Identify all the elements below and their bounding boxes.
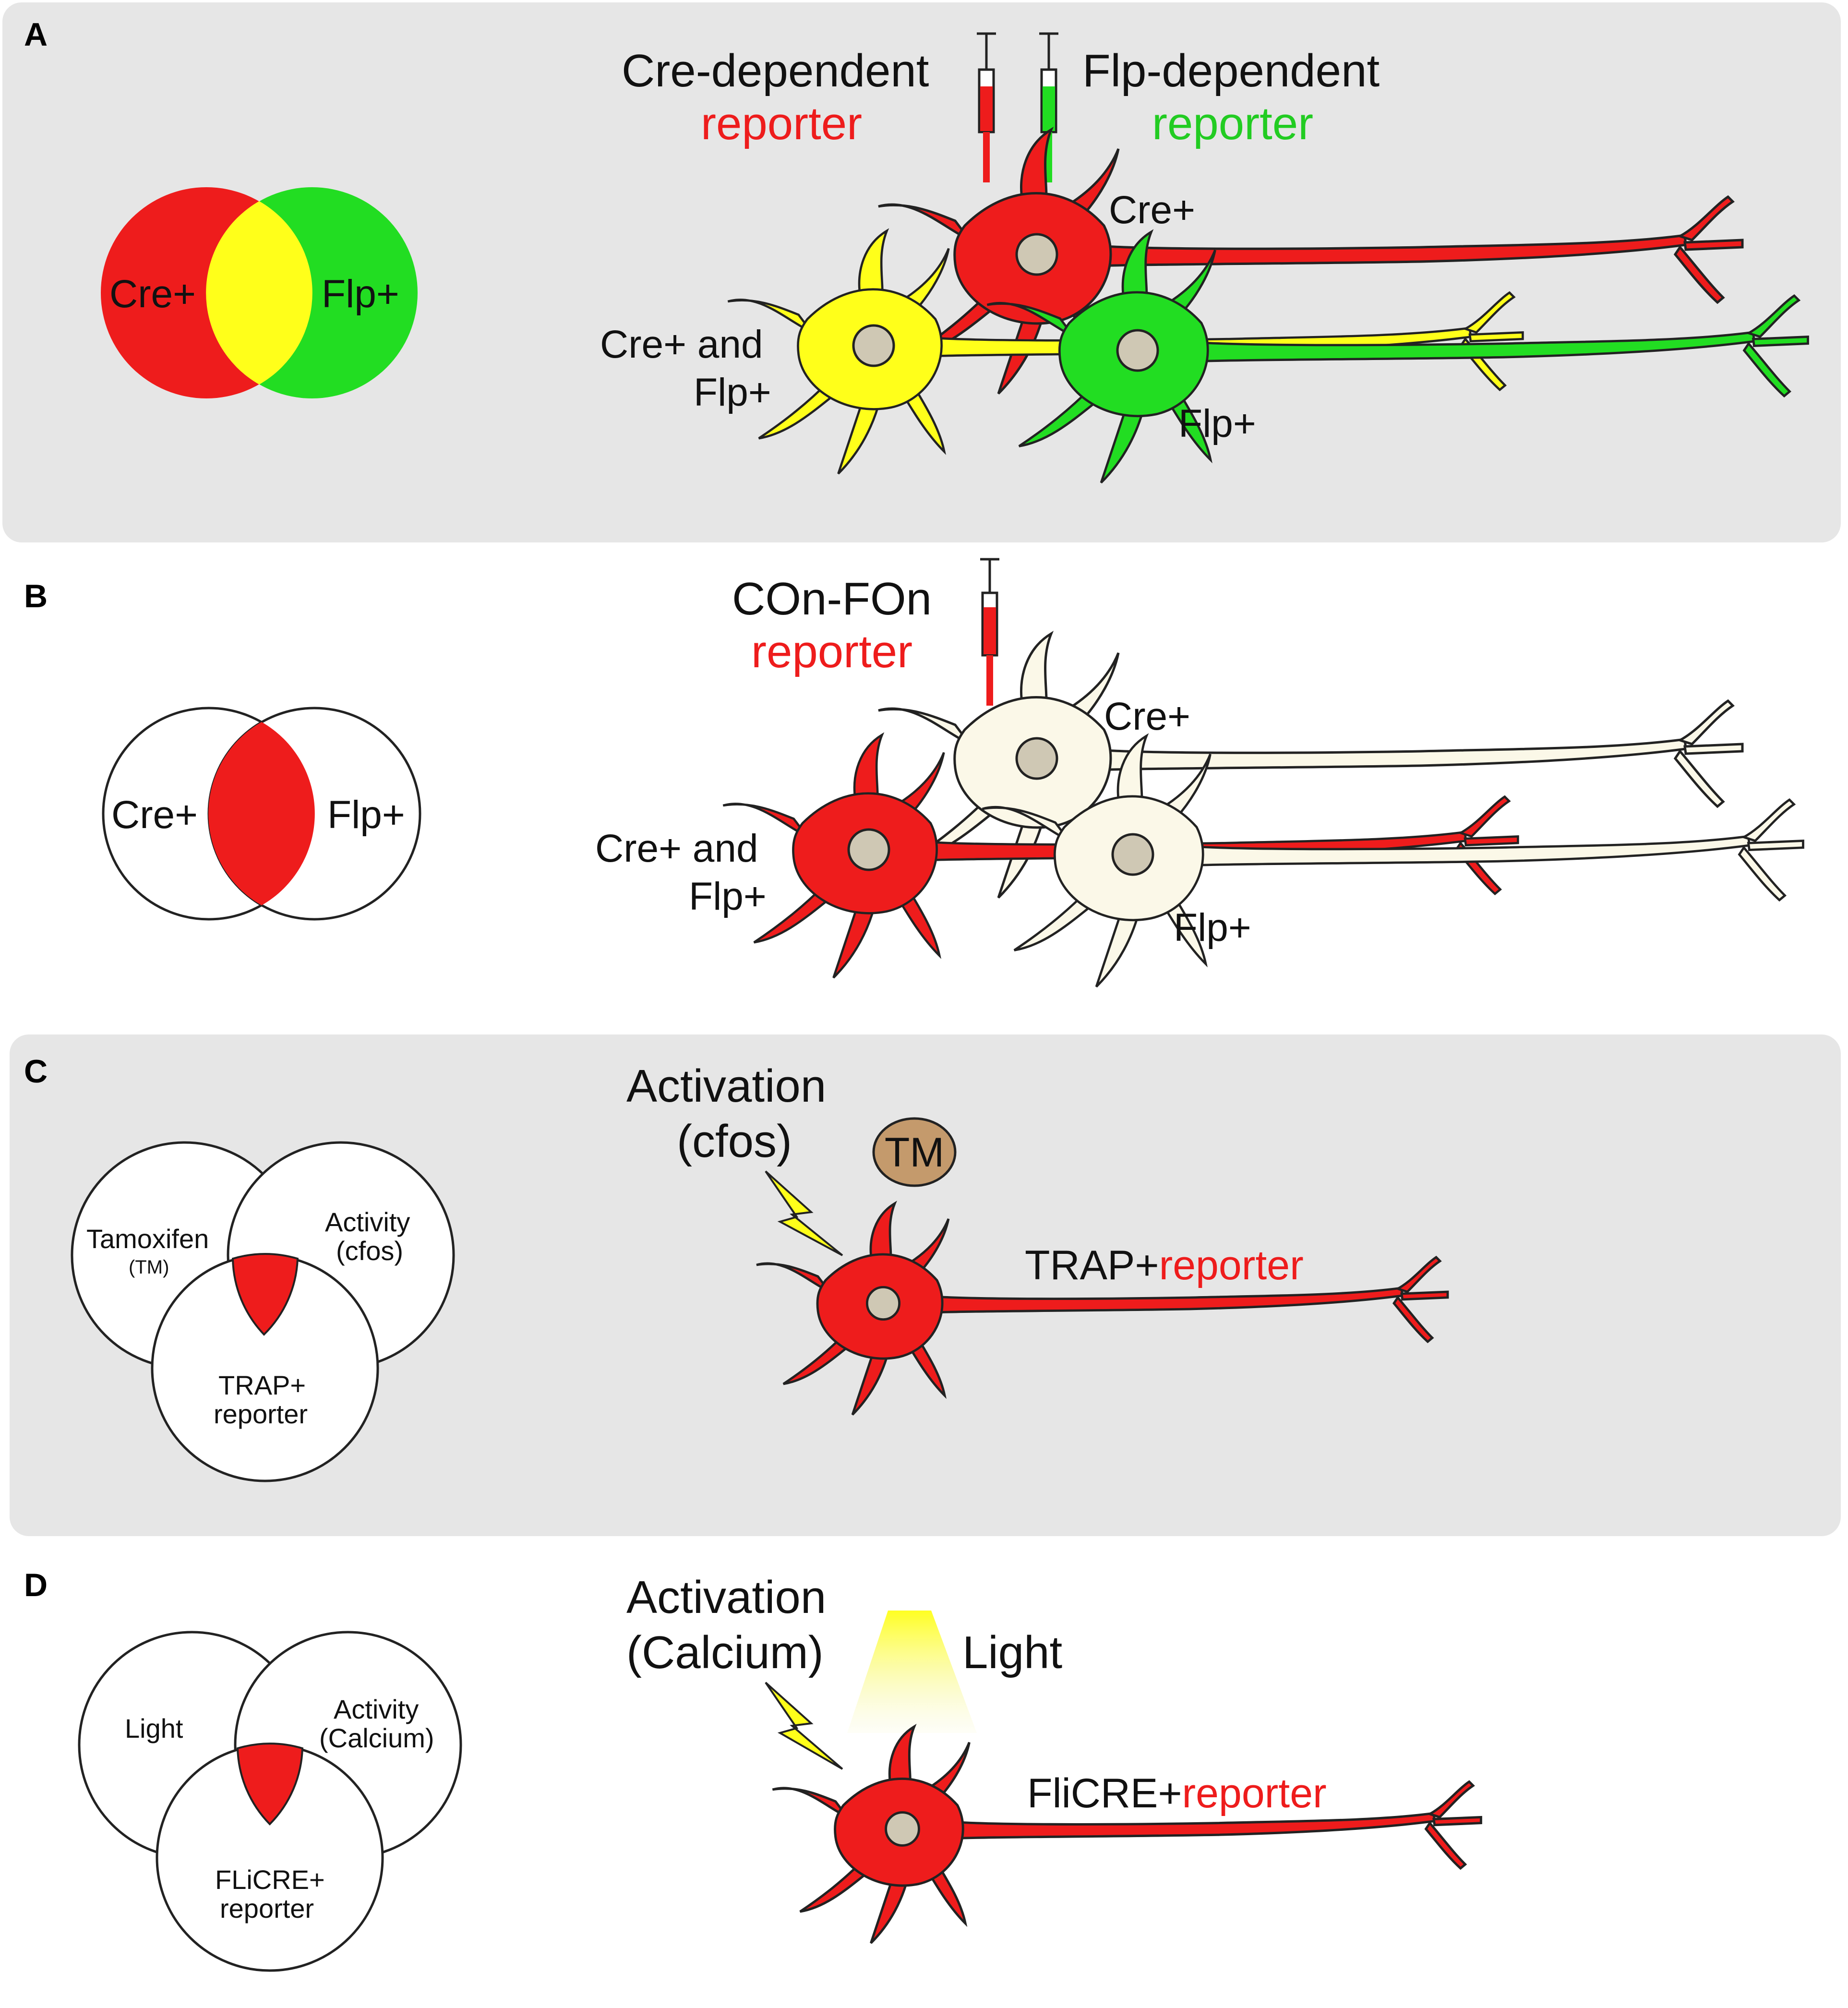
panel-c-letter: C (24, 1053, 48, 1090)
panel-a-letter: A (24, 16, 48, 53)
neuron-c-label-black: TRAP+ (1025, 1242, 1159, 1288)
panel-b: B Cre+ Flp+ COn-FOn reporter (24, 558, 1803, 987)
panel-c: C Tamoxifen (TM) Activity (cfos) TRAP+ r… (10, 1034, 1841, 1536)
venn-d-right-sub: (Calcium) (319, 1723, 434, 1753)
venn-b-left-label: Cre+ (111, 793, 198, 837)
light-label: Light (962, 1627, 1062, 1678)
neuron-c-label-red: reporter (1159, 1242, 1304, 1288)
neuron-c-label: TRAP+reporter (1025, 1242, 1304, 1288)
venn-d-bottom-label: FLiCRE+ (215, 1864, 325, 1895)
neuron-a-flp (987, 232, 1808, 483)
venn-d-right-label: Activity (334, 1694, 419, 1724)
venn-c-bottom-label: TRAP+ (218, 1370, 306, 1400)
panel-d-letter: D (24, 1567, 48, 1603)
panel-b-injection-line2: reporter (751, 626, 912, 677)
panel-c-activation-line2: (cfos) (677, 1116, 792, 1167)
neuron-d-label: FliCRE+reporter (1027, 1770, 1327, 1816)
panel-d-activation-line1: Activation (626, 1572, 826, 1623)
syringe-red-b-icon (980, 558, 999, 706)
neuron-a-both-label-line2: Flp+ (694, 371, 771, 414)
neuron-b-flp-label: Flp+ (1174, 906, 1251, 950)
venn-d-left-label: Light (125, 1713, 183, 1743)
neuron-a-cre (878, 130, 1742, 394)
panel-d: D Light Activity (Calcium) FLiCRE+ repor… (24, 1567, 1481, 1972)
venn-c-right-sub: (cfos) (336, 1236, 403, 1266)
panel-b-letter: B (24, 578, 48, 614)
neuron-a-both (728, 231, 1523, 474)
panel-a-venn: Cre+ Flp+ (101, 187, 418, 398)
panel-a-injection-left-line2: reporter (701, 98, 862, 149)
venn-a-left-label: Cre+ (109, 272, 196, 316)
venn-c-overlap (231, 1253, 299, 1336)
venn-c-bottom-sub: reporter (214, 1399, 308, 1429)
panel-c-venn: Tamoxifen (TM) Activity (cfos) TRAP+ rep… (71, 1141, 455, 1482)
neuron-a-both-label-line1: Cre+ and (600, 323, 763, 366)
syringe-red-icon (977, 32, 996, 182)
neuron-b-both-label-line2: Flp+ (689, 875, 767, 918)
lightning-bolt-d-icon (765, 1682, 843, 1770)
venn-d-overlap (236, 1743, 304, 1826)
panel-a-injection-right-line1: Flp-dependent (1082, 45, 1380, 96)
panel-a-injection-left-line1: Cre-dependent (622, 45, 929, 96)
venn-c-left-sub: (TM) (129, 1257, 169, 1278)
neuron-c (756, 1203, 1448, 1415)
venn-a-overlap (206, 201, 312, 385)
neuron-b-both (723, 735, 1518, 978)
neuron-b-both-label-line1: Cre+ and (595, 827, 758, 870)
venn-c-right-label: Activity (325, 1207, 410, 1237)
venn-a-right-label: Flp+ (322, 272, 399, 316)
neuron-a-flp-label: Flp+ (1178, 402, 1256, 445)
neuron-a-cre-label: Cre+ (1109, 188, 1195, 232)
neuron-d-label-black: FliCRE+ (1027, 1770, 1182, 1816)
tm-badge-label: TM (885, 1130, 944, 1176)
venn-b-right-label: Flp+ (327, 793, 405, 837)
venn-c-left-label: Tamoxifen (86, 1224, 209, 1254)
panel-b-injection-line1: COn-FOn (732, 573, 932, 625)
tm-badge: TM (872, 1117, 957, 1187)
panel-a-background (2, 2, 1841, 542)
panel-d-activation-line2: (Calcium) (626, 1627, 824, 1678)
panel-a-injection-right-line2: reporter (1152, 98, 1313, 149)
neuron-d (772, 1727, 1481, 1943)
neuron-b-cre (878, 634, 1742, 898)
panel-b-venn: Cre+ Flp+ (102, 707, 421, 921)
panel-c-activation-line1: Activation (626, 1060, 826, 1112)
panel-a: A Cre+ Flp+ Cre-dependent reporter Flp-d… (2, 2, 1841, 542)
neuron-b-flp (983, 736, 1803, 987)
venn-b-overlap (208, 722, 315, 905)
lightning-bolt-c-icon (765, 1170, 843, 1256)
neuron-d-label-red: reporter (1182, 1770, 1327, 1816)
panel-d-venn: Light Activity (Calcium) FLiCRE+ reporte… (78, 1631, 462, 1972)
light-beam-icon (847, 1611, 977, 1733)
venn-d-bottom-sub: reporter (220, 1893, 314, 1924)
neuron-b-cre-label: Cre+ (1104, 695, 1190, 738)
